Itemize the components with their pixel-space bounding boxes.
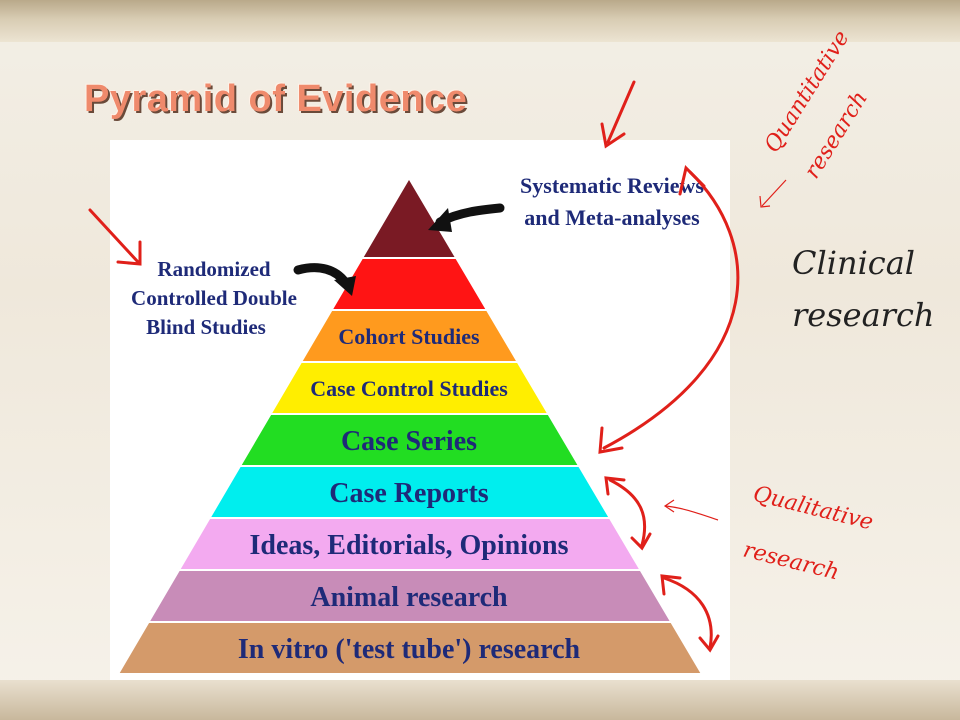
pyramid-level-4-label: Case Control Studies (310, 376, 508, 401)
qualitative-label-line2: research (741, 538, 842, 586)
qualitative-bracket-1-head-bottom (630, 532, 652, 551)
qualitative-bracket-1-head-top (604, 476, 626, 496)
decorative-top-band (0, 0, 960, 42)
thin-pointer-marks (663, 179, 787, 521)
clinical-bracket-top-head (678, 165, 706, 196)
clinical-label-line1: Clinical (792, 244, 915, 282)
systematic-reviews-label: Systematic Reviews (520, 173, 704, 198)
meta-analyses-label: and Meta-analyses (524, 205, 700, 230)
qualitative-label-line1: Qualitative (751, 482, 876, 536)
systematic-pointer-arrowhead (428, 208, 452, 232)
rct-label-line2: Controlled Double (131, 286, 297, 310)
pyramid-level-6-label: Case Reports (329, 478, 489, 509)
qualitative-bracket-2-head-bottom (698, 634, 720, 653)
pyramid-level-5-label: Case Series (341, 426, 477, 457)
pyramid-level-9-label: In vitro ('test tube') research (238, 634, 581, 665)
rct-label-line3: Blind Studies (146, 315, 266, 339)
rct-label-line1: Randomized (157, 257, 270, 281)
slide-title: Pyramid of Evidence (84, 78, 468, 120)
red-annotation-marks (88, 80, 740, 653)
decorative-bottom-band (0, 680, 960, 720)
pyramid-level-9 (116, 621, 704, 675)
qualitative-bracket-1 (608, 478, 647, 547)
arrow-to-systematic (606, 80, 636, 144)
rct-pointer-arrowhead (334, 276, 356, 296)
arrow-to-rct-head (116, 240, 142, 266)
clinical-bracket-bottom-head (598, 426, 624, 454)
pyramid-level-2 (329, 257, 489, 311)
pyramid-level-8-label: Animal research (310, 582, 508, 613)
arrow-to-systematic-head (600, 122, 626, 149)
qualitative-bracket-2 (662, 576, 713, 650)
qualitative-pointer (665, 505, 719, 521)
pyramid-level-7-label: Ideas, Editorials, Opinions (250, 530, 569, 561)
clinical-label-line2: research (792, 296, 935, 334)
clinical-bracket (602, 170, 740, 450)
pyramid-level-3-label: Cohort Studies (338, 324, 480, 349)
quantitative-pointer (761, 179, 787, 207)
quantitative-pointer-head (759, 195, 771, 208)
arrow-to-rct (88, 208, 140, 264)
qualitative-pointer-head (663, 499, 675, 513)
qualitative-bracket-2-head-top (660, 574, 682, 596)
